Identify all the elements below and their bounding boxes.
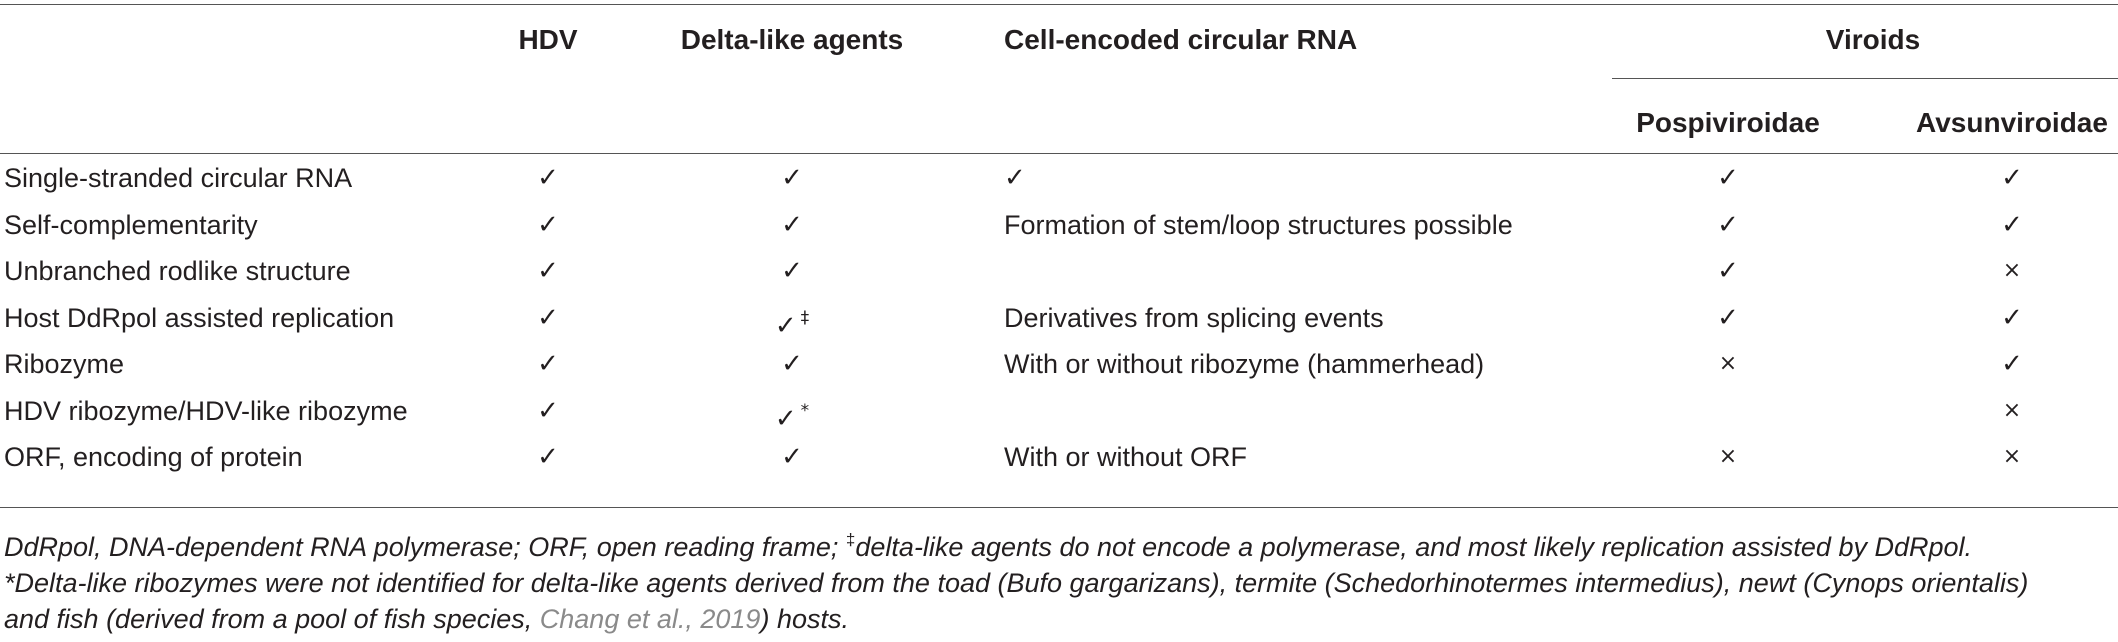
delta-check-icon: ✓* [774,401,810,434]
footnote-line-3: and fish (derived from a pool of fish sp… [4,604,849,634]
header-cell-encoded-circular-rna: Cell-encoded circular RNA [1004,24,1358,55]
row-label: Unbranched rodlike structure [4,256,351,286]
pospi-check-icon: ✓ [1717,163,1739,193]
hdv-check-icon: ✓ [537,349,559,379]
header-delta-like-agents: Delta-like agents [680,24,904,55]
cell-encoded-value: With or without ORF [1004,442,1248,472]
cell-encoded-value: With or without ribozyme (hammerhead) [1004,349,1485,379]
hdv-check-icon: ✓ [537,303,559,333]
pospi-check-icon: ✓ [1717,210,1739,240]
table-bottom-rule [0,507,2118,508]
citation-link[interactable]: Chang et al., 2019 [539,604,761,634]
pospi-check-icon: ✓ [1717,256,1739,286]
avsun-cross-icon: × [2002,444,2022,469]
delta-check-icon: ✓ [781,210,803,240]
avsun-cross-icon: × [2002,398,2022,423]
hdv-check-icon: ✓ [537,442,559,472]
delta-check-icon: ✓ [781,442,803,472]
row-label: ORF, encoding of protein [4,442,303,472]
delta-check-icon: ✓‡ [774,308,810,341]
hdv-check-icon: ✓ [537,396,559,426]
hdv-check-icon: ✓ [537,210,559,240]
viroids-subheader-rule [1612,78,2118,79]
header-pospiviroidae: Pospiviroidae [1636,107,1820,138]
header-avsunviroidae: Avsunviroidae [1916,107,2108,138]
pospi-cross-icon: × [1718,444,1738,469]
row-label: Single-stranded circular RNA [4,163,353,193]
table-footnote: DdRpol, DNA-dependent RNA polymerase; OR… [4,522,2114,637]
pospi-cross-icon: × [1718,351,1738,376]
delta-check-icon: ✓ [781,163,803,193]
footnote-line-2: *Delta-like ribozymes were not identifie… [4,568,2029,598]
avsun-cross-icon: × [2002,258,2022,283]
header-viroids: Viroids [1825,24,1921,55]
footnote-marker: ‡ [800,308,810,328]
cell-encoded-value: Formation of stem/loop structures possib… [1004,210,1513,240]
hdv-check-icon: ✓ [537,163,559,193]
avsun-check-icon: ✓ [2001,210,2023,240]
delta-check-icon: ✓ [781,256,803,286]
row-label: Ribozyme [4,349,125,379]
avsun-check-icon: ✓ [2001,163,2023,193]
row-label: HDV ribozyme/HDV-like ribozyme [4,396,408,426]
row-label: Self-complementarity [4,210,258,240]
avsun-check-icon: ✓ [2001,349,2023,379]
table-top-rule [0,4,2118,5]
cell-encoded-value: ✓ [1004,163,1026,193]
hdv-check-icon: ✓ [537,256,559,286]
pospi-check-icon: ✓ [1717,303,1739,333]
row-label: Host DdRpol assisted replication [4,303,395,333]
avsun-check-icon: ✓ [2001,303,2023,333]
header-hdv: HDV [518,24,578,55]
delta-check-icon: ✓ [781,349,803,379]
footnote-marker: * [800,401,810,421]
header-bottom-rule [0,153,2118,154]
footnote-line-1: DdRpol, DNA-dependent RNA polymerase; OR… [4,530,1973,562]
cell-encoded-value: Derivatives from splicing events [1004,303,1384,333]
